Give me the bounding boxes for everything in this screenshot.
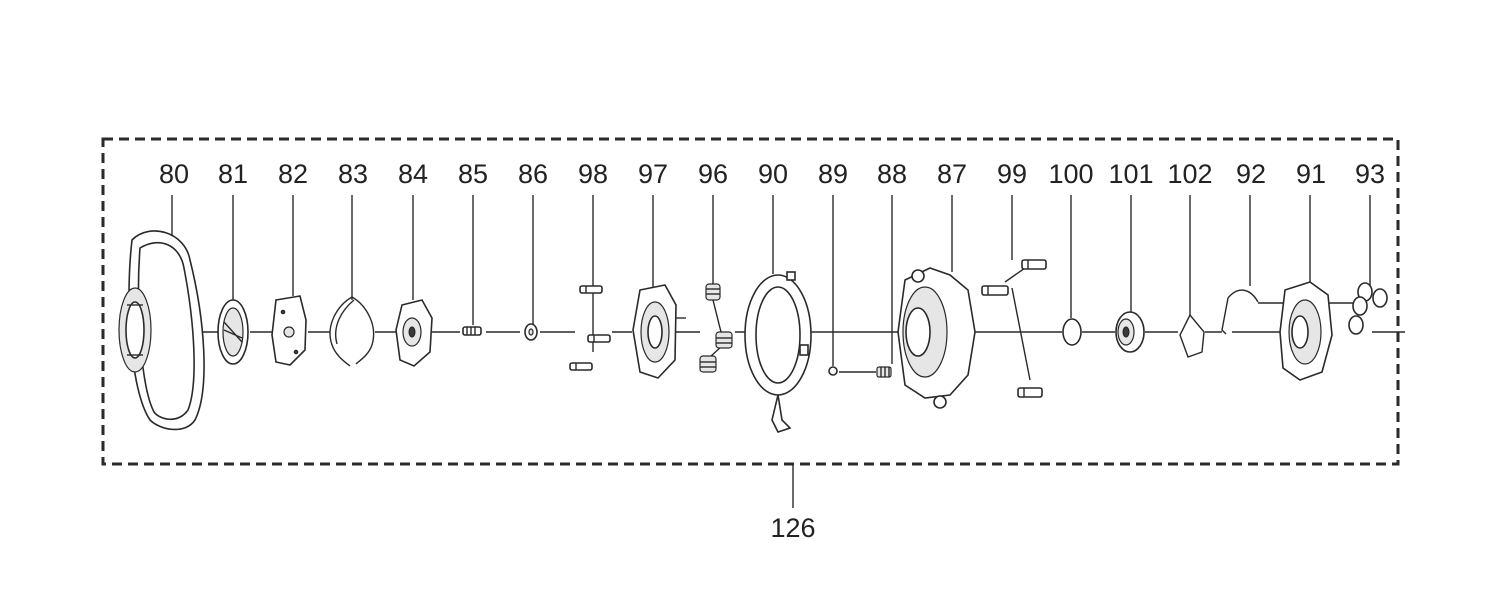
part-101-bearing <box>1115 311 1145 353</box>
label-86: 86 <box>518 159 548 189</box>
label-91: 91 <box>1296 159 1326 189</box>
label-99: 99 <box>997 159 1027 189</box>
label-96: 96 <box>698 159 728 189</box>
label-87: 87 <box>937 159 967 189</box>
part-87-housing <box>897 267 976 409</box>
label-92: 92 <box>1236 159 1266 189</box>
part-90-ring <box>744 271 812 433</box>
part-100-cap <box>1062 318 1082 346</box>
assembly-boundary-box <box>101 137 1400 466</box>
leader-lines <box>171 195 1371 508</box>
part-99-screws <box>981 259 1047 398</box>
label-89: 89 <box>818 159 848 189</box>
part-labels: 80 81 82 83 84 85 86 98 97 96 90 89 88 8… <box>159 159 1385 543</box>
label-85: 85 <box>458 159 488 189</box>
part-85-screw <box>462 326 482 336</box>
part-98-screws <box>569 285 611 371</box>
assembly-label-126: 126 <box>770 513 815 543</box>
label-97: 97 <box>638 159 668 189</box>
part-82-plate <box>271 295 307 366</box>
label-84: 84 <box>398 159 428 189</box>
label-98: 98 <box>578 159 608 189</box>
part-91-end-cap <box>1279 281 1333 381</box>
part-97-frame <box>632 284 686 379</box>
label-101: 101 <box>1108 159 1153 189</box>
label-88: 88 <box>877 159 907 189</box>
part-86-washer <box>524 323 538 341</box>
label-83: 83 <box>338 159 368 189</box>
part-80-cover <box>118 230 205 431</box>
part-96-springs <box>699 283 733 373</box>
label-100: 100 <box>1048 159 1093 189</box>
part-89-ball <box>828 366 838 376</box>
part-81-disc <box>217 299 249 365</box>
label-102: 102 <box>1167 159 1212 189</box>
part-83-spring-clip <box>329 296 375 367</box>
label-81: 81 <box>218 159 248 189</box>
label-80: 80 <box>159 159 189 189</box>
label-82: 82 <box>278 159 308 189</box>
part-93-cylinders <box>1348 282 1388 335</box>
label-93: 93 <box>1355 159 1385 189</box>
label-90: 90 <box>758 159 788 189</box>
part-102-clip <box>1179 313 1205 358</box>
part-84-bearing-plate <box>395 299 433 367</box>
part-88-spring <box>876 366 892 378</box>
part-92-hook <box>1221 289 1259 335</box>
